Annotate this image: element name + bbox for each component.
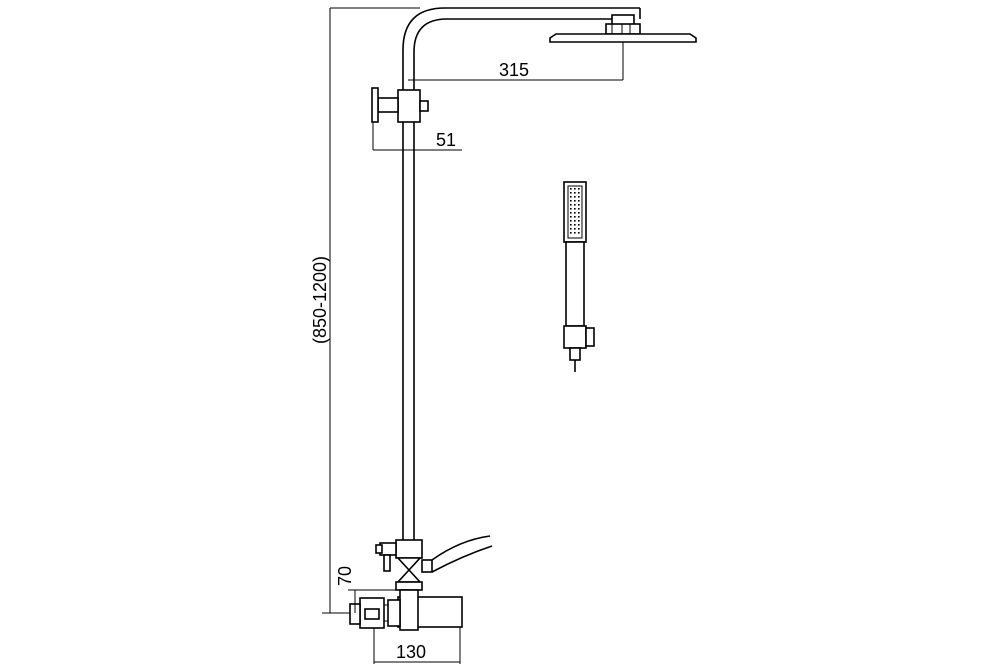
nozzle-dot	[570, 220, 572, 222]
nozzle-dot	[574, 192, 576, 194]
nozzle-dot	[574, 212, 576, 214]
nozzle-dot	[578, 224, 580, 226]
diverter-assembly	[375, 539, 433, 591]
mixer-height-label: 70	[335, 566, 355, 586]
hand-shower-nozzles	[570, 188, 580, 234]
nozzle-dot	[574, 216, 576, 218]
mixer-height-dimension: 70	[335, 566, 400, 613]
bracket-offset-label: 51	[436, 130, 456, 150]
nozzle-dot	[570, 212, 572, 214]
nozzle-dot	[574, 200, 576, 202]
rain-shower-head	[549, 14, 697, 43]
nozzle-dot	[574, 232, 576, 234]
upper-wall-bracket	[371, 87, 429, 123]
nozzle-dot	[570, 188, 572, 190]
nozzle-dot	[574, 224, 576, 226]
hose	[431, 535, 493, 573]
nozzle-dot	[570, 196, 572, 198]
nozzle-dot	[578, 188, 580, 190]
head-reach-label: 315	[499, 60, 529, 80]
nozzle-dot	[570, 208, 572, 210]
nozzle-dot	[578, 192, 580, 194]
height-range-label: (850-1200)	[310, 256, 330, 344]
head-reach-dimension: 315	[408, 42, 624, 81]
nozzle-dot	[578, 220, 580, 222]
nozzle-dot	[570, 228, 572, 230]
height-dimension: (850-1200)	[310, 7, 420, 614]
nozzle-dot	[578, 228, 580, 230]
nozzle-dot	[570, 200, 572, 202]
nozzle-dot	[574, 204, 576, 206]
nozzle-dot	[574, 228, 576, 230]
nozzle-dot	[578, 204, 580, 206]
nozzle-dot	[570, 232, 572, 234]
nozzle-dot	[570, 224, 572, 226]
nozzle-dot	[574, 220, 576, 222]
nozzle-dot	[578, 216, 580, 218]
nozzle-dot	[578, 208, 580, 210]
nozzle-dot	[570, 192, 572, 194]
nozzle-dot	[578, 196, 580, 198]
hand-shower	[563, 181, 595, 372]
riser-pipe	[402, 7, 641, 540]
mixer-body	[349, 589, 463, 631]
nozzle-dot	[570, 204, 572, 206]
mixer-depth-dimension: 130	[373, 627, 461, 664]
nozzle-dot	[570, 216, 572, 218]
nozzle-dot	[578, 200, 580, 202]
bracket-offset-dimension: 51	[372, 122, 462, 151]
nozzle-dot	[574, 208, 576, 210]
mixer-depth-label: 130	[396, 642, 426, 662]
nozzle-dot	[574, 196, 576, 198]
nozzle-dot	[578, 232, 580, 234]
nozzle-dot	[578, 212, 580, 214]
nozzle-dot	[574, 188, 576, 190]
